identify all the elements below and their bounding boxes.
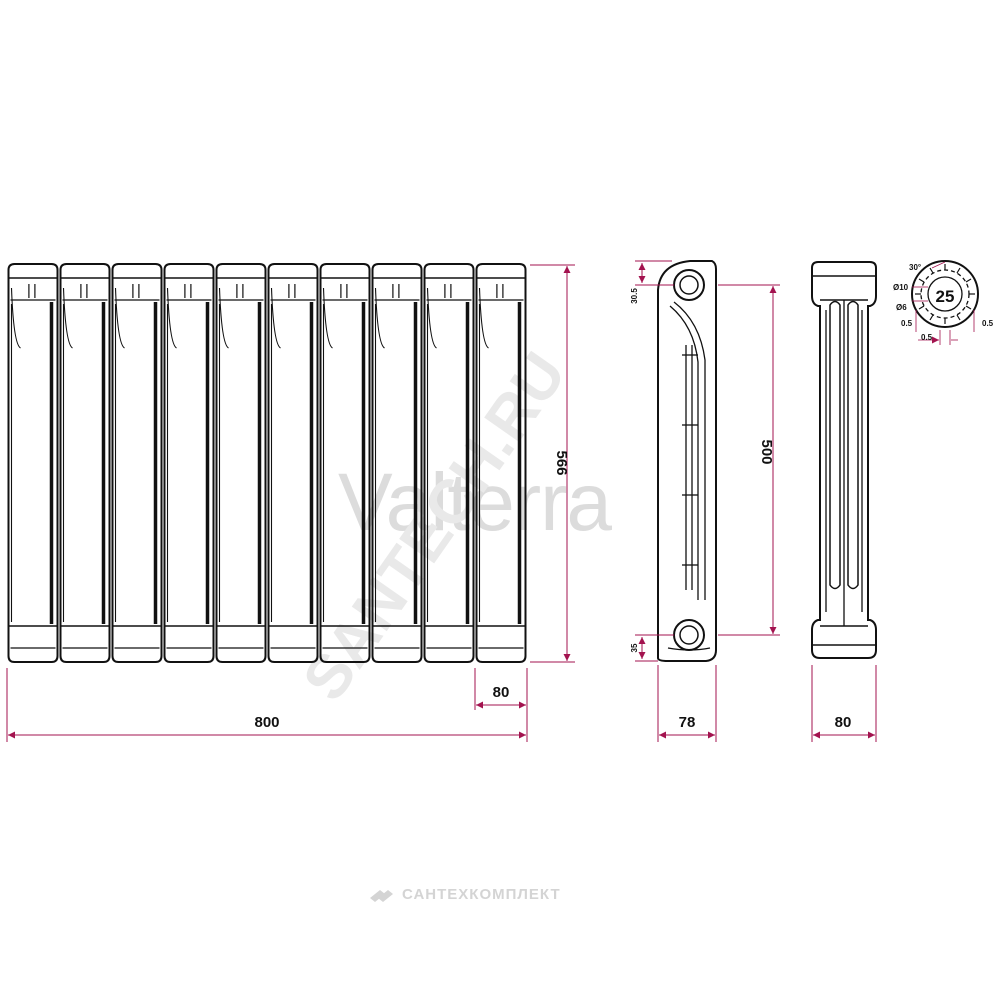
- radiator-section: [267, 263, 319, 663]
- end-dimensions: [811, 665, 877, 742]
- left-gap-label: 0.5: [901, 319, 913, 328]
- radiator-section: [7, 263, 59, 663]
- outer-diameter-label: Ø10: [893, 283, 909, 292]
- end-view: [811, 261, 877, 659]
- dim-end-width: 80: [835, 714, 852, 731]
- dim-top-offset: 30.5: [630, 288, 639, 304]
- footer-watermark: САНТЕХКОМПЛЕКТ: [370, 886, 561, 903]
- santechkomplekt-logo-icon: [370, 890, 393, 902]
- side-dimensions: [635, 260, 780, 742]
- radiator-section: [371, 263, 423, 663]
- thread-size-label: 25: [936, 287, 955, 306]
- side-view: [657, 260, 717, 662]
- front-view: [7, 263, 527, 663]
- dim-bottom-offset: 35: [630, 643, 639, 652]
- thread-detail: 25 30° Ø10 Ø6 0.5 0.5 0.5: [893, 260, 994, 345]
- radiator-section: [475, 263, 527, 663]
- radiator-section: [423, 263, 475, 663]
- radiator-section: [319, 263, 371, 663]
- dim-section-width: 80: [493, 684, 510, 701]
- radiator-section: [163, 263, 215, 663]
- angle-label: 30°: [909, 263, 921, 272]
- radiator-section: [215, 263, 267, 663]
- bottom-gap-label: 0.5: [921, 333, 933, 342]
- dim-axis-distance: 500: [758, 439, 775, 464]
- inner-diameter-label: Ø6: [896, 303, 907, 312]
- dim-total-height: 566: [553, 450, 570, 475]
- dim-depth: 78: [679, 714, 696, 731]
- radiator-section: [111, 263, 163, 663]
- side-top-port: [673, 269, 705, 301]
- radiator-section: [59, 263, 111, 663]
- footer-watermark-text: САНТЕХКОМПЛЕКТ: [402, 886, 561, 903]
- side-bottom-port: [673, 619, 705, 651]
- dim-total-width: 800: [254, 714, 279, 731]
- front-dimensions: [6, 264, 575, 742]
- watermark-layer: Valterra SANTECH.RU САНТЕХКОМПЛЕКТ: [290, 341, 613, 903]
- right-gap-label: 0.5: [982, 319, 994, 328]
